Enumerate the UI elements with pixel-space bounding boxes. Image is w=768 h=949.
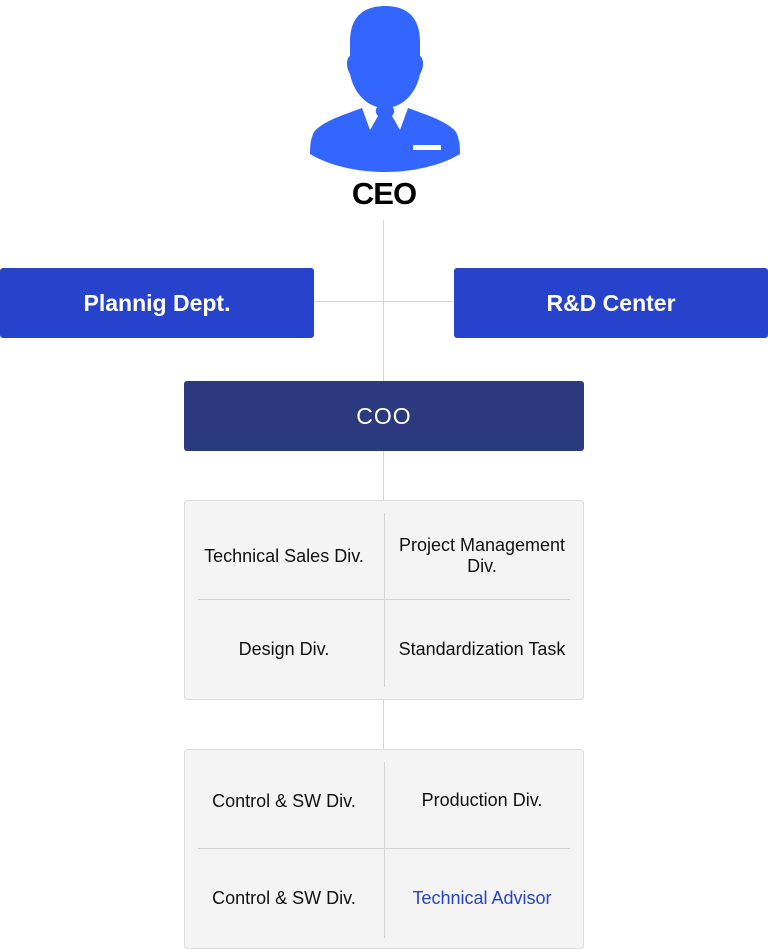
divider-vertical [384,513,385,687]
division-group-2: Control & SW Div. Production Div. Contro… [184,749,584,949]
connector-ceo-coo [383,220,384,381]
division-control-sw-2[interactable]: Control & SW Div. [212,887,356,908]
division-design[interactable]: Design Div. [238,638,330,659]
coo-box[interactable]: COO [184,381,584,451]
division-control-sw[interactable]: Control & SW Div. [212,790,356,811]
rd-center-box[interactable]: R&D Center [454,268,768,338]
division-group-1: Technical Sales Div. Project Management … [184,500,584,700]
connector-group1-group2 [383,699,384,750]
connector-coo-group1 [383,451,384,501]
division-project-management[interactable]: Project Management Div. [398,535,566,576]
divider-vertical [384,762,385,938]
divider-horizontal [198,599,570,600]
division-standardization-task[interactable]: Standardization Task [398,638,566,659]
planning-dept-box[interactable]: Plannig Dept. [0,268,314,338]
ceo-label: CEO [351,176,417,211]
divider-horizontal [198,848,570,849]
technical-advisor[interactable]: Technical Advisor [412,887,552,908]
division-production[interactable]: Production Div. [421,789,543,810]
connector-staff [314,301,454,302]
person-icon [310,4,460,174]
division-technical-sales[interactable]: Technical Sales Div. [204,545,364,566]
